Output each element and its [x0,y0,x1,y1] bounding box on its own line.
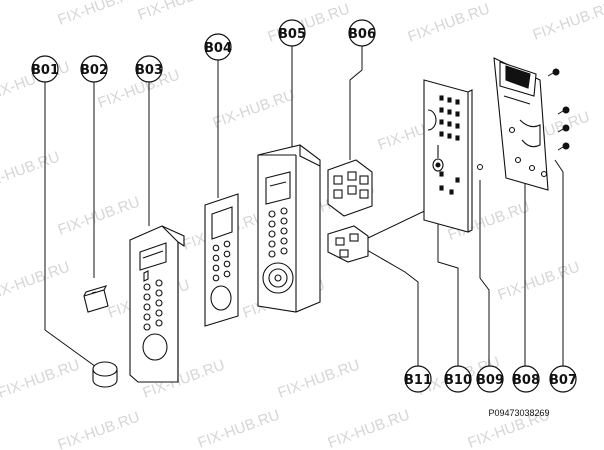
watermark: FIX-HUB.RU [276,356,362,401]
watermark: FIX-HUB.RU [531,0,604,44]
watermark: FIX-HUB.RU [56,408,142,450]
leader-line-b01 [44,329,104,373]
screws [477,68,570,170]
watermark: FIX-HUB.RU [496,258,582,303]
switch-bracket-upper [327,159,373,217]
membrane-button-holes [212,240,231,282]
leader-line-b06 [349,46,363,160]
watermark: FIX-HUB.RU [56,193,142,238]
callout-b10: B10 [444,365,472,393]
watermark: FIX-HUB.RU [196,406,282,450]
callout-b11: B11 [404,365,432,393]
frame-button-holes [143,279,163,331]
callout-label: B11 [404,373,432,388]
front-frame-panel [129,225,185,383]
callout-label: B08 [512,373,540,388]
callout-label: B01 [31,63,59,78]
watermark: FIX-HUB.RU [0,258,72,303]
leader-line-b10 [437,215,459,366]
callout-label: B03 [135,63,163,78]
callout-b01: B01 [31,55,59,83]
callout-label: B09 [476,373,504,388]
knob-part [92,361,118,388]
callout-label: B07 [549,373,577,388]
panel-buttons [268,207,288,258]
leader-line-b07 [554,159,564,366]
callout-b06: B06 [348,19,376,47]
switch-bracket-lower [327,225,369,263]
membrane-overlay [204,193,239,327]
watermark: FIX-HUB.RU [136,0,222,24]
callout-b05: B05 [278,19,306,47]
pcb-components [439,95,460,195]
callout-b09: B09 [476,365,504,393]
callout-label: B06 [348,27,376,42]
display-window-part [83,285,109,313]
callout-label: B05 [278,27,306,42]
callout-b07: B07 [549,365,577,393]
watermark: FIX-HUB.RU [56,0,142,29]
callout-label: B02 [80,63,108,78]
power-board [493,57,549,191]
watermark: FIX-HUB.RU [0,356,82,401]
watermark: FIX-HUB.RU [0,148,62,193]
control-pcb [423,79,473,233]
leader-line-b09 [479,180,490,366]
watermark: FIX-HUB.RU [326,406,412,450]
callout-label: B10 [444,373,472,388]
control-panel-housing [257,144,321,313]
part-number-label: P09473038269 [488,408,549,418]
callout-label: B04 [204,41,232,56]
watermark: FIX-HUB.RU [211,86,297,131]
leader-line-b11 [359,245,419,366]
callout-b04: B04 [204,33,232,61]
callout-b03: B03 [135,55,163,83]
watermark: FIX-HUB.RU [406,0,492,45]
callout-b02: B02 [80,55,108,83]
callout-b08: B08 [512,365,540,393]
